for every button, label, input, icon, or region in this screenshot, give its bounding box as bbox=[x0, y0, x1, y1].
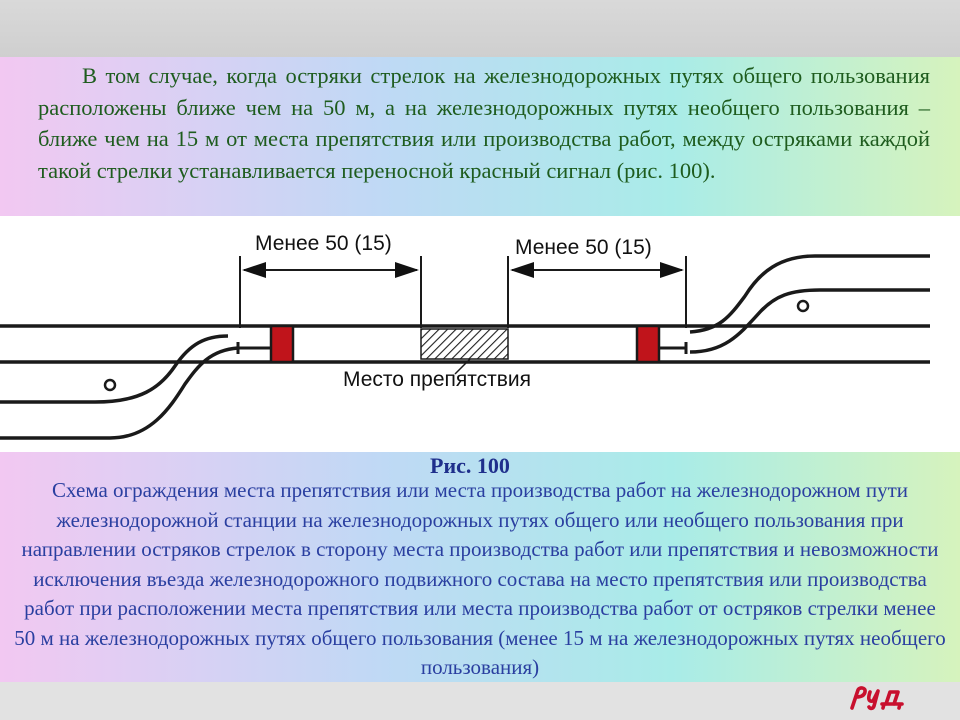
track-diagram: Менее 50 (15) Менее 50 (15) Место препят… bbox=[0, 216, 960, 452]
left-switch-points bbox=[236, 342, 272, 354]
figure-caption: Схема ограждения места препятствия или м… bbox=[14, 478, 946, 679]
left-switch-branch bbox=[0, 334, 239, 440]
main-track bbox=[0, 324, 930, 364]
left-distance-label: Менее 50 (15) bbox=[255, 232, 392, 255]
caption-panel bbox=[0, 452, 960, 682]
right-branch-outer-rail bbox=[689, 254, 930, 334]
top-bar bbox=[0, 0, 960, 57]
right-switch-branch bbox=[689, 254, 930, 354]
left-portable-red-signal bbox=[269, 324, 295, 364]
figure-number: Рис. 100 bbox=[430, 453, 510, 478]
obstacle-label: Место препятствия bbox=[343, 368, 531, 391]
obstacle-area bbox=[420, 328, 509, 360]
rzd-logo-icon bbox=[850, 686, 904, 711]
right-track-marker-icon bbox=[796, 299, 810, 313]
dimension-lines bbox=[239, 256, 687, 328]
left-track-marker-icon bbox=[103, 378, 117, 392]
right-branch-inner-rail bbox=[689, 288, 930, 354]
left-branch-outer-rail bbox=[0, 334, 229, 404]
right-distance-label: Менее 50 (15) bbox=[515, 236, 652, 259]
left-branch-inner-rail bbox=[0, 346, 239, 440]
track-diagram-svg: Менее 50 (15) Менее 50 (15) Место препят… bbox=[0, 232, 930, 440]
text-panel bbox=[0, 57, 960, 216]
right-portable-red-signal bbox=[635, 324, 661, 364]
right-switch-points bbox=[660, 342, 688, 354]
obstacle-leader-line bbox=[454, 358, 471, 375]
rule-paragraph: В том случае, когда остряки стрелок на ж… bbox=[38, 63, 930, 183]
